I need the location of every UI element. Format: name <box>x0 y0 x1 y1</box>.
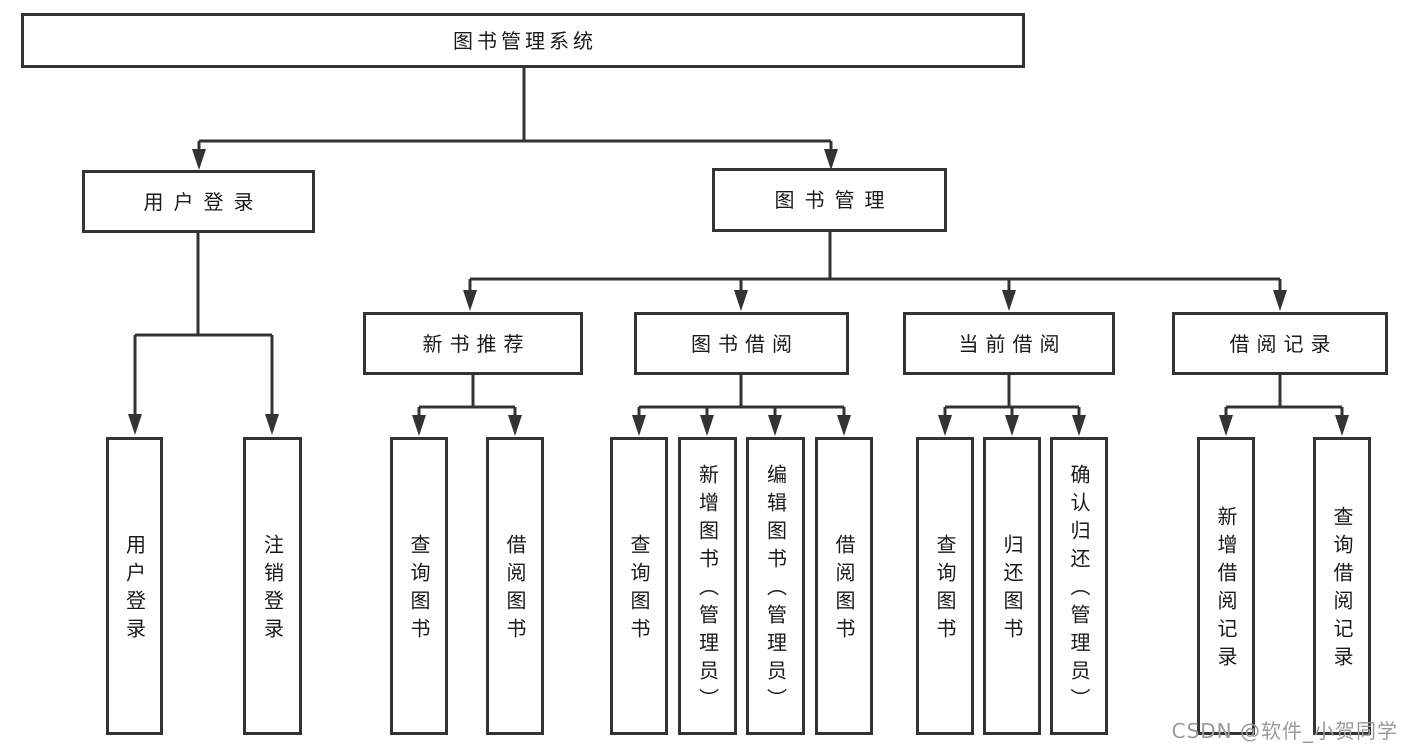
connector-user-login-to-leaves <box>133 233 274 418</box>
node-book-mgmt-label: 图书管理 <box>774 188 895 212</box>
connector-borrow-record-to-leaves <box>1224 375 1344 418</box>
leaf-add-borrow-record-label: 新增借阅记录 <box>1214 506 1238 674</box>
connector-book-mgmt-to-level3 <box>468 232 1282 294</box>
leaf-logout: 注销登录 <box>243 437 302 735</box>
leaf-query-book-rec: 查询图书 <box>390 437 448 735</box>
connector-new-book-rec-to-leaves <box>417 375 517 418</box>
leaf-add-book-admin: 新增图书（管理员） <box>678 437 737 735</box>
node-book-borrow-label: 图书借阅 <box>691 331 799 356</box>
leaf-confirm-return-admin: 确认归还（管理员） <box>1050 437 1108 735</box>
watermark-text: CSDN @软件_小贺同学 <box>1171 719 1398 743</box>
connector-current-borrow-to-leaves <box>943 375 1081 418</box>
node-user-login-label: 用户登录 <box>143 189 264 214</box>
leaf-query-book-current: 查询图书 <box>916 437 974 735</box>
leaf-logout-label: 注销登录 <box>260 534 285 646</box>
node-borrow-record-label: 借阅记录 <box>1229 331 1338 356</box>
node-new-book-rec-label: 新书推荐 <box>422 331 531 356</box>
leaf-query-book-current-label: 查询图书 <box>933 534 957 646</box>
leaf-borrow-book-rec: 借阅图书 <box>486 437 544 735</box>
leaf-edit-book-admin-label: 编辑图书（管理员） <box>763 464 788 716</box>
node-new-book-rec: 新书推荐 <box>363 312 583 375</box>
leaf-user-login: 用户登录 <box>106 437 163 735</box>
leaf-borrow-book: 借阅图书 <box>815 437 873 735</box>
leaf-query-book-borrow-label: 查询图书 <box>627 534 651 646</box>
connector-root-to-level2 <box>197 68 833 152</box>
leaf-borrow-book-label: 借阅图书 <box>832 534 856 646</box>
node-current-borrow-label: 当前借阅 <box>958 331 1067 356</box>
leaf-query-borrow-record-label: 查询借阅记录 <box>1330 506 1354 674</box>
leaf-confirm-return-admin-label: 确认归还（管理员） <box>1067 464 1091 716</box>
node-user-login: 用户登录 <box>82 170 315 233</box>
leaf-add-book-admin-label: 新增图书（管理员） <box>695 464 720 716</box>
node-book-borrow: 图书借阅 <box>634 312 849 375</box>
leaf-return-book-label: 归还图书 <box>1000 534 1024 646</box>
leaf-edit-book-admin: 编辑图书（管理员） <box>746 437 805 735</box>
node-root: 图书管理系统 <box>21 13 1025 68</box>
node-root-label: 图书管理系统 <box>453 28 597 53</box>
leaf-query-borrow-record: 查询借阅记录 <box>1313 437 1371 735</box>
leaf-borrow-book-rec-label: 借阅图书 <box>503 534 527 646</box>
leaf-query-book-rec-label: 查询图书 <box>407 534 431 646</box>
node-borrow-record: 借阅记录 <box>1172 312 1388 375</box>
node-current-borrow: 当前借阅 <box>903 312 1115 375</box>
leaf-query-book-borrow: 查询图书 <box>610 437 668 735</box>
connector-book-borrow-to-leaves <box>637 375 846 418</box>
leaf-user-login-label: 用户登录 <box>122 534 147 646</box>
node-book-mgmt: 图书管理 <box>712 168 947 232</box>
leaf-add-borrow-record: 新增借阅记录 <box>1197 437 1255 735</box>
leaf-return-book: 归还图书 <box>983 437 1041 735</box>
